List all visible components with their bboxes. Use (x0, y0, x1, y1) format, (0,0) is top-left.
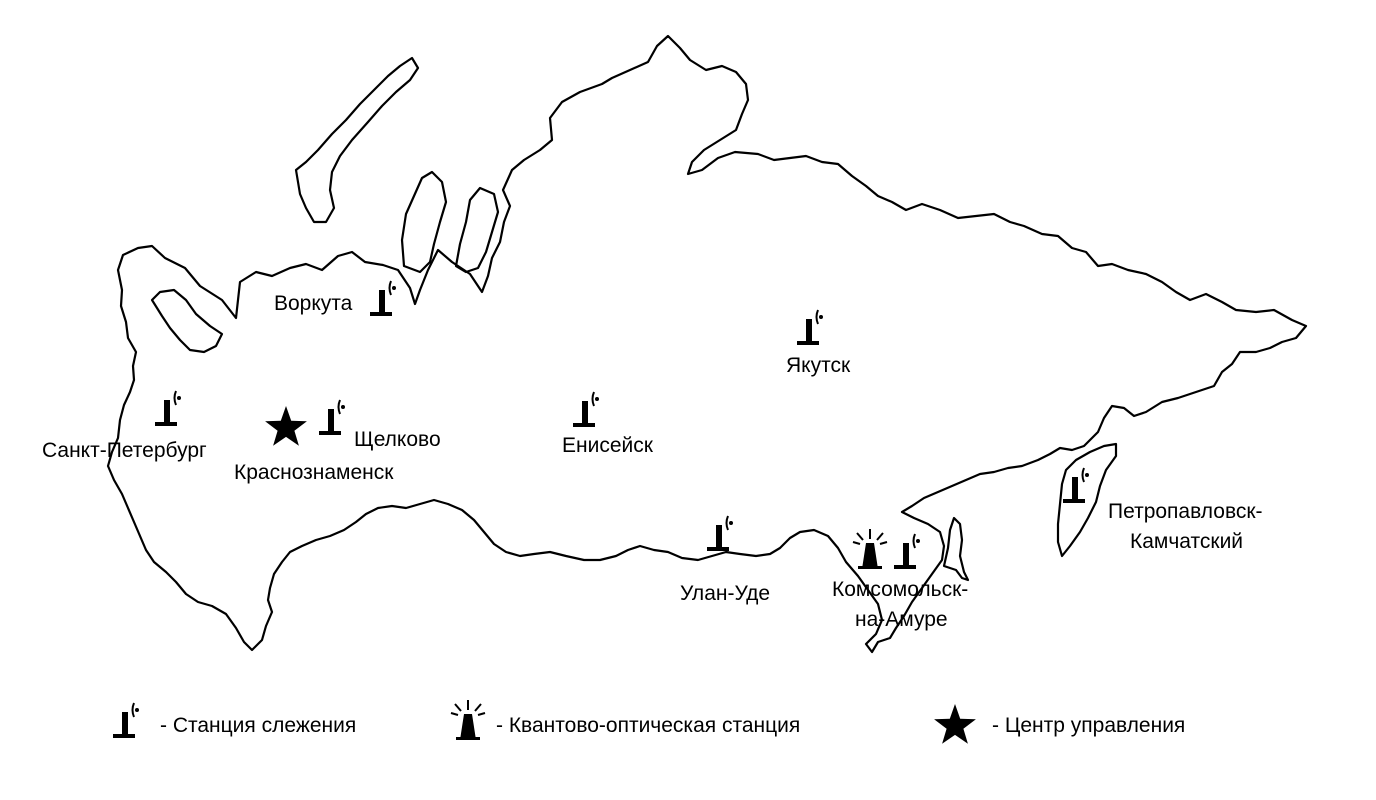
tracking-station-icon (154, 390, 182, 427)
tracking-station-icon (893, 533, 921, 570)
tracking-station-icon (706, 515, 734, 552)
novaya-zemlya-island (294, 56, 420, 224)
city-label-shchelkovo: Щелково (354, 428, 441, 451)
legend-quantum-optical-station-icon (450, 699, 486, 741)
city-label-yakutsk: Якутск (786, 354, 851, 377)
city-label-eniseisk: Енисейск (562, 434, 654, 457)
legend-tracking-station-icon (112, 702, 140, 739)
city-label-ulan-ude: Улан-Уде (680, 582, 770, 605)
city-label-komsomolsk-line2: на-Амуре (855, 608, 948, 631)
tracking-station-icon (572, 391, 600, 428)
city-label-saint-petersburg: Санкт-Петербург (42, 439, 207, 462)
white-sea-outline (150, 288, 224, 354)
yamal-peninsula (400, 170, 448, 274)
tracking-station-icon (796, 309, 824, 346)
city-label-petropavlovsk-line2: Камчатский (1130, 530, 1243, 553)
legend-tracking-station-label: - Станция слежения (160, 714, 356, 737)
city-label-petropavlovsk-line1: Петропавловск- (1108, 500, 1263, 523)
control-center-star-icon (265, 406, 307, 446)
tracking-station-icon (318, 399, 346, 436)
city-label-vorkuta: Воркута (274, 292, 353, 315)
sakhalin-island (942, 516, 970, 582)
gydan-peninsula (454, 186, 500, 274)
legend-quantum-optical-station-label: - Квантово-оптическая станция (496, 714, 800, 737)
tracking-station-icon (1062, 467, 1090, 504)
map-legend: - Станция слежения - Квантово-оптическая… (112, 699, 1185, 744)
country-outline (106, 34, 1308, 654)
city-label-krasnoznamensk: Краснознаменск (234, 461, 394, 484)
quantum-optical-station-icon (852, 528, 888, 570)
kamchatka-peninsula (1056, 442, 1118, 558)
legend-control-center-label: - Центр управления (992, 714, 1185, 737)
city-label-komsomolsk-line1: Комсомольск- (832, 578, 968, 601)
tracking-station-icon (369, 280, 397, 317)
legend-control-center-star-icon (934, 704, 976, 744)
